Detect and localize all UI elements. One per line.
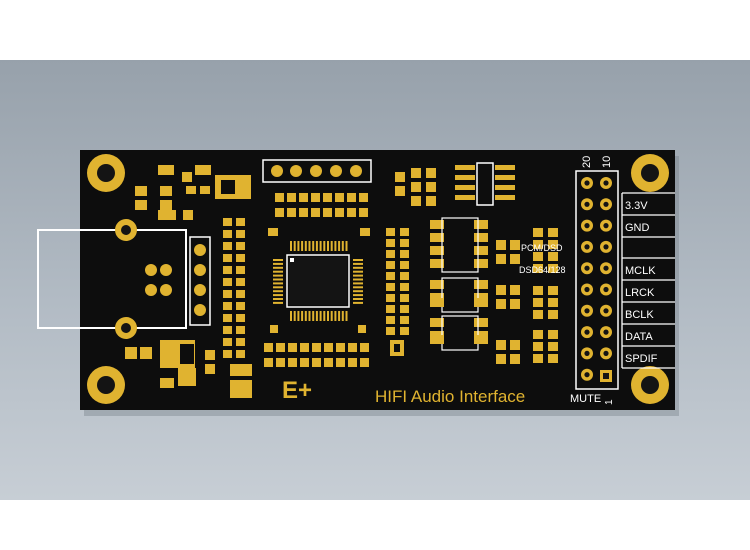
smd-row-bottom bbox=[264, 325, 369, 367]
header-pin-10-label: 10 bbox=[601, 156, 613, 168]
pin-label-4: BCLK bbox=[625, 309, 654, 321]
pin-header-20 bbox=[575, 170, 619, 390]
logo-text: E+ bbox=[282, 377, 312, 404]
pin-1-label: 1 bbox=[604, 399, 615, 405]
pin-label-2: MCLK bbox=[625, 265, 656, 277]
pin-label-3: LRCK bbox=[625, 287, 655, 299]
backdrop-lower bbox=[0, 500, 750, 550]
pin-label-5: DATA bbox=[625, 331, 653, 343]
smd-column-left bbox=[223, 218, 245, 358]
pin-label-table: 3.3V GND MCLK LRCK BCLK DATA SPDIF bbox=[621, 192, 675, 369]
smd-pads-mid-right bbox=[496, 240, 520, 364]
mounting-hole-bottom-right bbox=[631, 366, 669, 404]
usb-connector-outline bbox=[37, 219, 187, 339]
mounting-hole-top-right bbox=[631, 154, 669, 192]
dsd64-label: DSD64/128 bbox=[519, 265, 566, 275]
smd-cluster-top bbox=[395, 168, 436, 206]
pcm-dsd-label: PCM/DSD bbox=[521, 243, 563, 253]
soic-chip-footprint bbox=[455, 162, 515, 206]
qfp-chip-footprint bbox=[273, 241, 363, 321]
board-title: HIFI Audio Interface bbox=[375, 387, 525, 406]
smd-column-center bbox=[386, 228, 409, 335]
header-pin-20-label: 20 bbox=[581, 156, 593, 168]
smd-row-top bbox=[268, 193, 370, 236]
mounting-hole-bottom-left bbox=[87, 366, 125, 404]
mute-label: MUTE bbox=[570, 393, 601, 405]
mounting-hole-top-left bbox=[87, 154, 125, 192]
pin-header-4 bbox=[189, 236, 211, 326]
pin-header-5 bbox=[262, 159, 372, 183]
pin-label-6: SPDIF bbox=[625, 353, 658, 365]
pin-label-1: GND bbox=[625, 222, 650, 234]
pin-label-0: 3.3V bbox=[625, 200, 648, 212]
resistor-arrays bbox=[430, 217, 488, 351]
logo-e-plus: E+ bbox=[282, 377, 312, 404]
smd-column-right bbox=[533, 228, 558, 363]
